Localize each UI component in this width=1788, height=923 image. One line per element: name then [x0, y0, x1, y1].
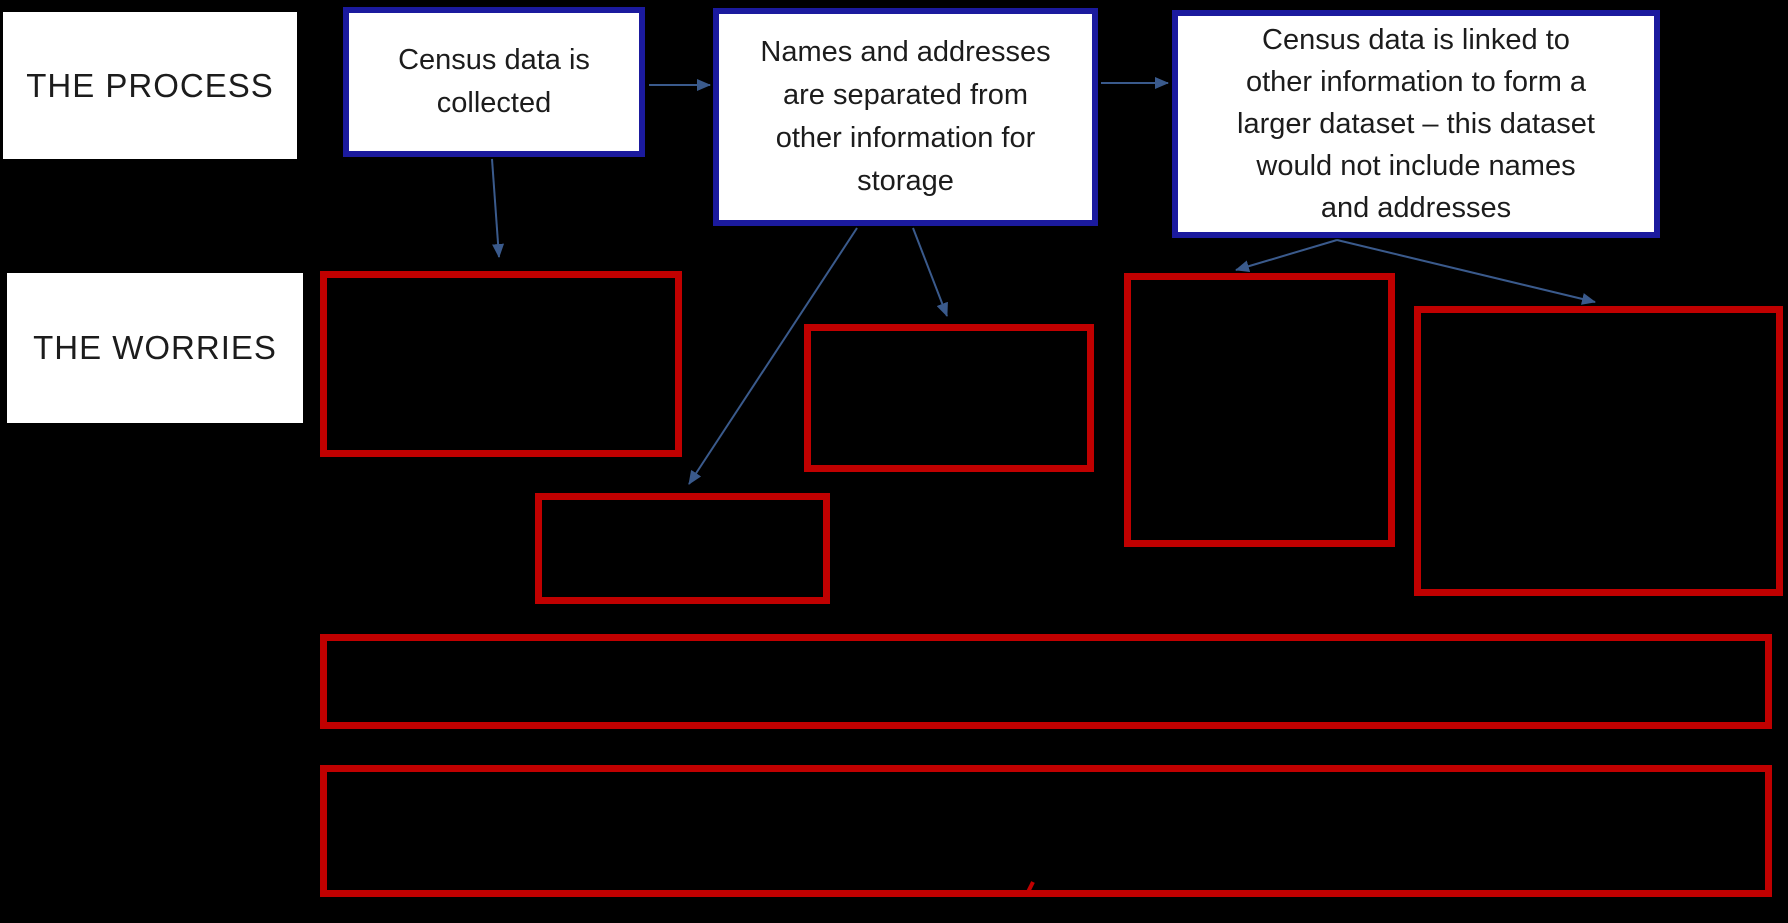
process-step-separated: Names and addresses are separated from o… [713, 8, 1098, 226]
process-step-linked: Census data is linked to other informati… [1172, 10, 1660, 238]
process-step-collected-text: Census data is collected [398, 44, 590, 119]
worry-box-below-separated [535, 493, 830, 604]
worry-box-right-of-separated [804, 324, 1094, 472]
worry-box-wide-upper [320, 634, 1772, 729]
worry-box-under-linked-right [1414, 306, 1783, 596]
process-row-label-text: THE PROCESS [26, 66, 274, 104]
worry-box-under-collected [320, 271, 682, 457]
process-step-collected: Census data is collected [343, 7, 645, 157]
process-step-linked-text: Census data is linked to other informati… [1237, 24, 1595, 224]
worry-box-under-linked-left [1124, 273, 1395, 547]
worry-box-wide-lower [320, 765, 1772, 897]
worries-row-label-text: THE WORRIES [33, 329, 277, 366]
arrow-separated-to-worry-right-icon [912, 227, 948, 317]
arrow-linked-to-worry-left-icon [1235, 239, 1338, 273]
process-step-separated-text: Names and addresses are separated from o… [760, 36, 1051, 197]
process-row-label: THE PROCESS [3, 12, 297, 159]
arrow-collected-to-worry-icon [491, 158, 505, 258]
worries-row-label: THE WORRIES [7, 273, 303, 423]
